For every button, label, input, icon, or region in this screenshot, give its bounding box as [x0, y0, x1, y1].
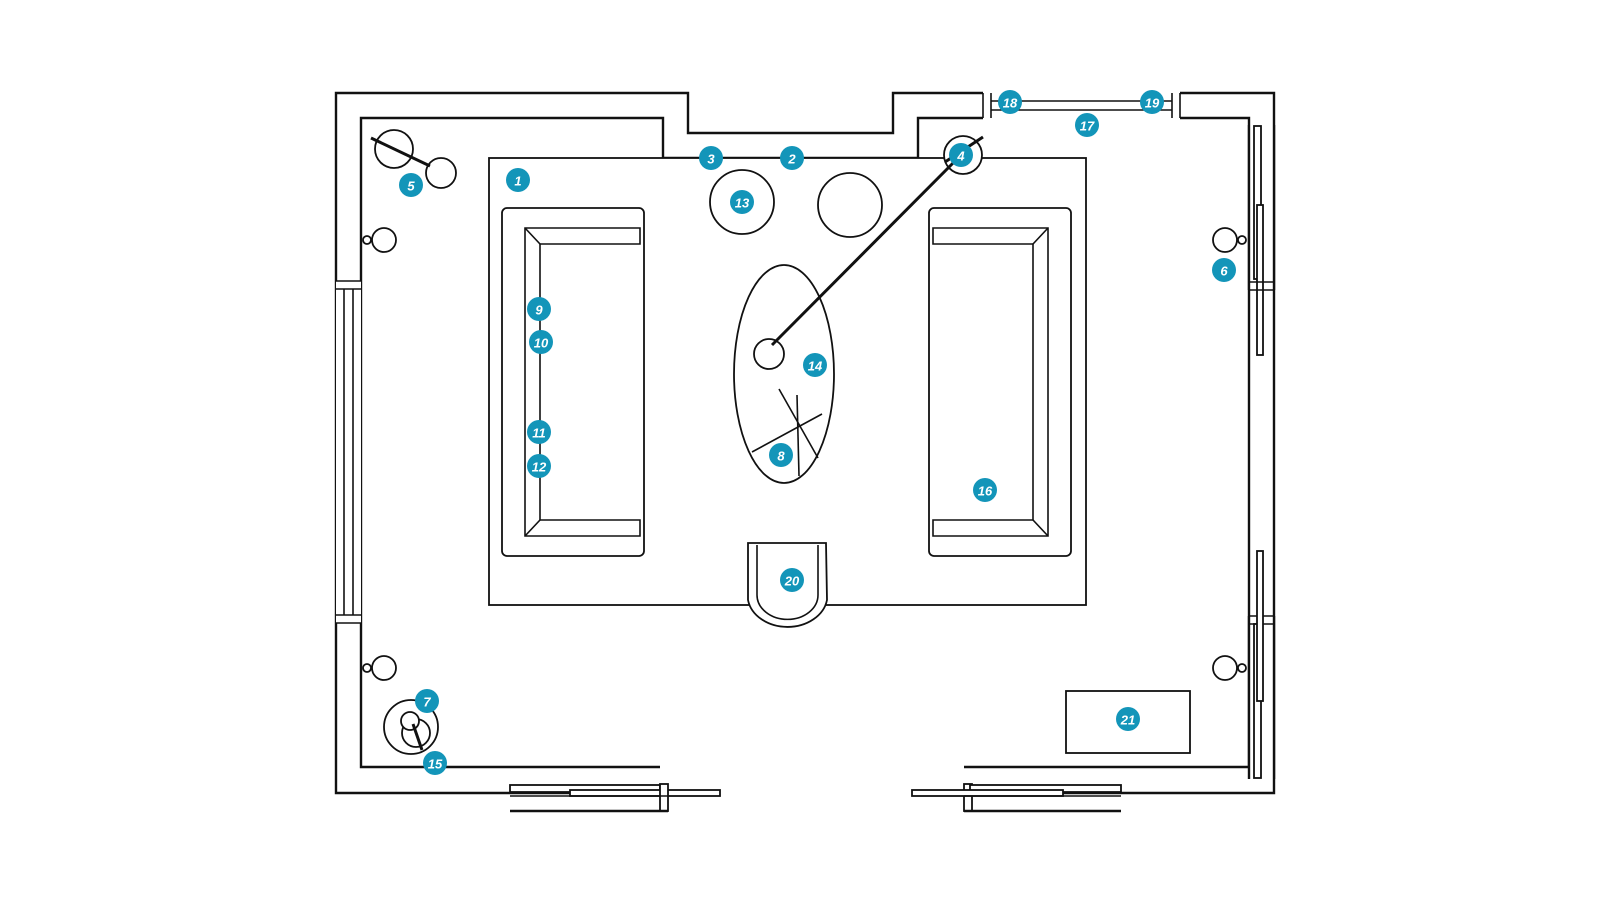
- marker-16: 16: [973, 478, 997, 502]
- inner-wall: [359, 116, 1251, 769]
- marker-badge: [769, 443, 793, 467]
- marker-badge: [730, 190, 754, 214]
- marker-label: 12: [532, 460, 547, 475]
- marker-label: 21: [1120, 713, 1135, 728]
- marker-18: 18: [998, 90, 1022, 114]
- right-sofa: [928, 207, 1072, 557]
- marker-17: 17: [1075, 113, 1099, 137]
- marker-label: 11: [532, 426, 546, 441]
- marker-badge: [803, 353, 827, 377]
- marker-13: 13: [730, 190, 754, 214]
- marker-label: 13: [735, 196, 750, 211]
- left-sofa: [501, 207, 645, 557]
- marker-10: 10: [529, 330, 553, 354]
- right-lower-door: [1247, 550, 1276, 779]
- marker-14: 14: [803, 353, 827, 377]
- marker-label: 7: [423, 695, 431, 710]
- marker-label: 3: [707, 152, 715, 167]
- marker-badge: [1075, 113, 1099, 137]
- marker-badge: [527, 420, 551, 444]
- marker-label: 14: [808, 359, 823, 374]
- marker-label: 9: [535, 303, 543, 318]
- marker-2: 2: [780, 146, 804, 170]
- left-window: [336, 280, 361, 624]
- marker-badge: [399, 173, 423, 197]
- marker-badge: [780, 568, 804, 592]
- marker-label: 16: [978, 484, 993, 499]
- marker-label: 5: [407, 179, 415, 194]
- marker-badge: [1140, 90, 1164, 114]
- marker-1: 1: [506, 168, 530, 192]
- right-upper-door: [1247, 125, 1276, 356]
- marker-badge: [529, 330, 553, 354]
- marker-label: 1: [514, 174, 521, 189]
- marker-label: 15: [428, 757, 443, 772]
- marker-5: 5: [399, 173, 423, 197]
- marker-15: 15: [423, 751, 447, 775]
- marker-label: 18: [1003, 96, 1018, 111]
- marker-badge: [1212, 258, 1236, 282]
- marker-label: 4: [956, 149, 965, 164]
- marker-20: 20: [780, 568, 804, 592]
- marker-21: 21: [1116, 707, 1140, 731]
- bottom-right-door: [911, 783, 1122, 813]
- marker-badge: [949, 143, 973, 167]
- marker-6: 6: [1212, 258, 1236, 282]
- marker-3: 3: [699, 146, 723, 170]
- marker-badge: [1116, 707, 1140, 731]
- marker-4: 4: [949, 143, 973, 167]
- marker-label: 6: [1220, 264, 1228, 279]
- marker-badge: [527, 454, 551, 478]
- marker-12: 12: [527, 454, 551, 478]
- marker-7: 7: [415, 689, 439, 713]
- marker-badge: [699, 146, 723, 170]
- marker-badge: [998, 90, 1022, 114]
- outer-wall: [334, 91, 1276, 795]
- marker-label: 17: [1080, 119, 1095, 134]
- marker-badge: [506, 168, 530, 192]
- marker-badge: [780, 146, 804, 170]
- marker-badge: [415, 689, 439, 713]
- marker-11: 11: [527, 420, 551, 444]
- marker-badge: [527, 297, 551, 321]
- bottom-left-door: [509, 783, 721, 813]
- marker-label: 8: [777, 449, 785, 464]
- marker-badge: [973, 478, 997, 502]
- wall-sconces: [362, 227, 1247, 681]
- marker-badge: [423, 751, 447, 775]
- round-side-table-right: [817, 172, 883, 238]
- marker-9: 9: [527, 297, 551, 321]
- marker-19: 19: [1140, 90, 1164, 114]
- marker-label: 20: [784, 574, 800, 589]
- bottom-left-lamp: [383, 699, 439, 755]
- oval-coffee-table: [733, 264, 835, 484]
- marker-label: 10: [534, 336, 549, 351]
- corner-floor-lamp: [370, 129, 457, 189]
- marker-8: 8: [769, 443, 793, 467]
- marker-label: 19: [1145, 96, 1160, 111]
- marker-label: 2: [787, 152, 796, 167]
